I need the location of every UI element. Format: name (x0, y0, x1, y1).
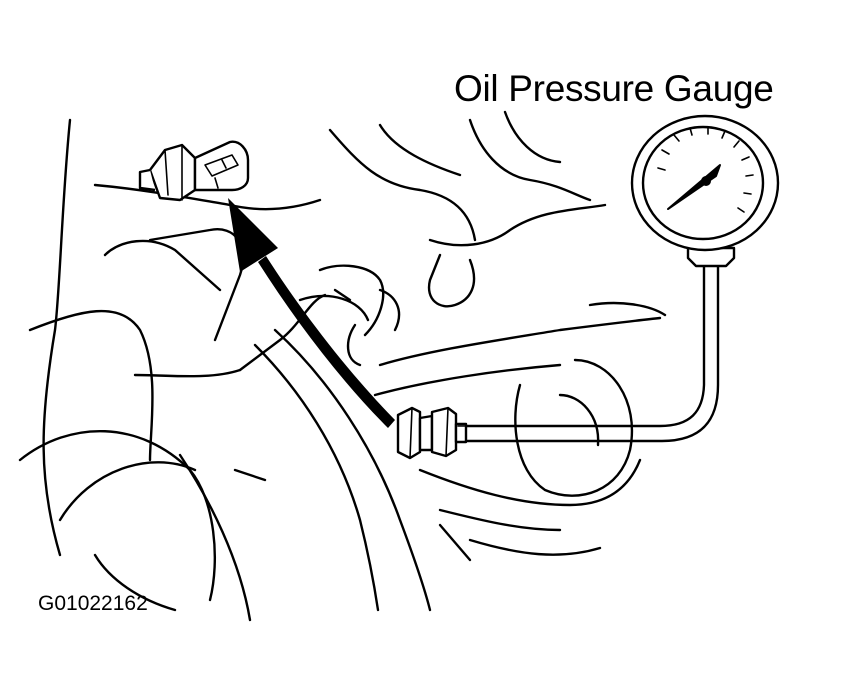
gauge-adapter-fitting (396, 406, 468, 460)
oil-pressure-gauge (630, 114, 780, 268)
removal-arrow (228, 198, 395, 428)
oil-pressure-switch (138, 140, 250, 202)
gauge-label: Oil Pressure Gauge (454, 68, 774, 109)
gauge-ticks (657, 126, 754, 213)
engine-outline (18, 110, 667, 622)
gauge-hose (457, 262, 720, 443)
gauge-needle (667, 164, 721, 210)
figure-code: G01022162 (38, 592, 148, 615)
